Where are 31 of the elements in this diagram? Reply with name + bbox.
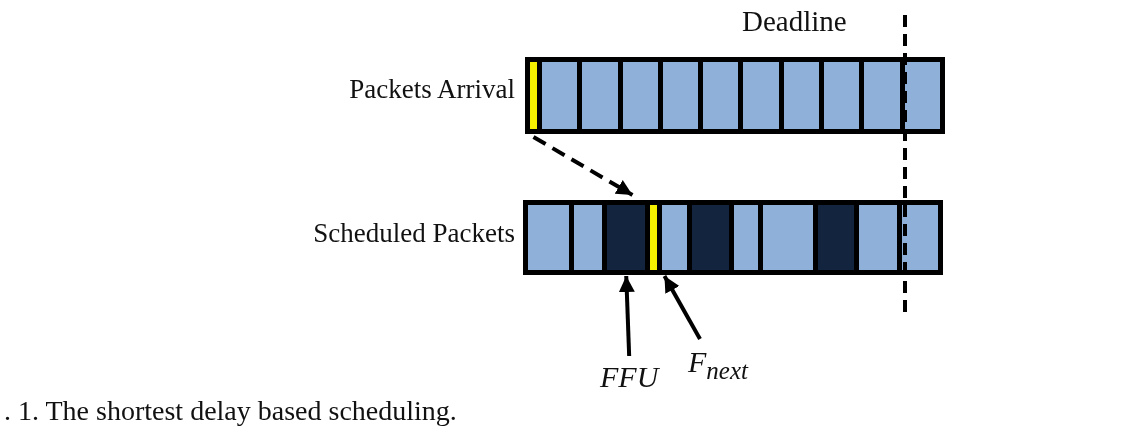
pointer-label: FFU	[600, 360, 659, 394]
arrow	[618, 275, 635, 357]
packet-cell	[542, 62, 578, 129]
packet-cell	[824, 62, 860, 129]
packet-cell	[743, 62, 779, 129]
pointer-label: F$_{next}$	[688, 345, 748, 385]
packet-cell	[733, 205, 759, 270]
packet-cell	[582, 62, 618, 129]
packet-cell	[783, 62, 820, 129]
arrow	[662, 275, 702, 340]
packet-cell	[692, 205, 729, 270]
marker-slot	[650, 205, 658, 270]
row-label: Scheduled Packets	[312, 218, 515, 249]
deadline-label: Deadline	[742, 5, 847, 38]
packet-cell	[864, 62, 900, 129]
arrow	[532, 135, 634, 197]
packet-cell	[859, 205, 897, 270]
packet-cell	[622, 62, 658, 129]
row-label: Packets Arrival	[348, 74, 515, 105]
packet-cell	[574, 205, 602, 270]
packet-cell	[763, 205, 813, 270]
packet-cell	[901, 205, 938, 270]
packet-cell	[904, 62, 940, 129]
packet-cell	[662, 205, 688, 270]
marker-slot	[530, 62, 537, 129]
packet-cell	[528, 205, 570, 270]
packet-cell	[703, 62, 739, 129]
figure-caption: . 1. The shortest delay based scheduling.	[4, 395, 457, 427]
packet-cell	[817, 205, 855, 270]
packet-cell	[607, 205, 646, 270]
packet-cell	[662, 62, 699, 129]
